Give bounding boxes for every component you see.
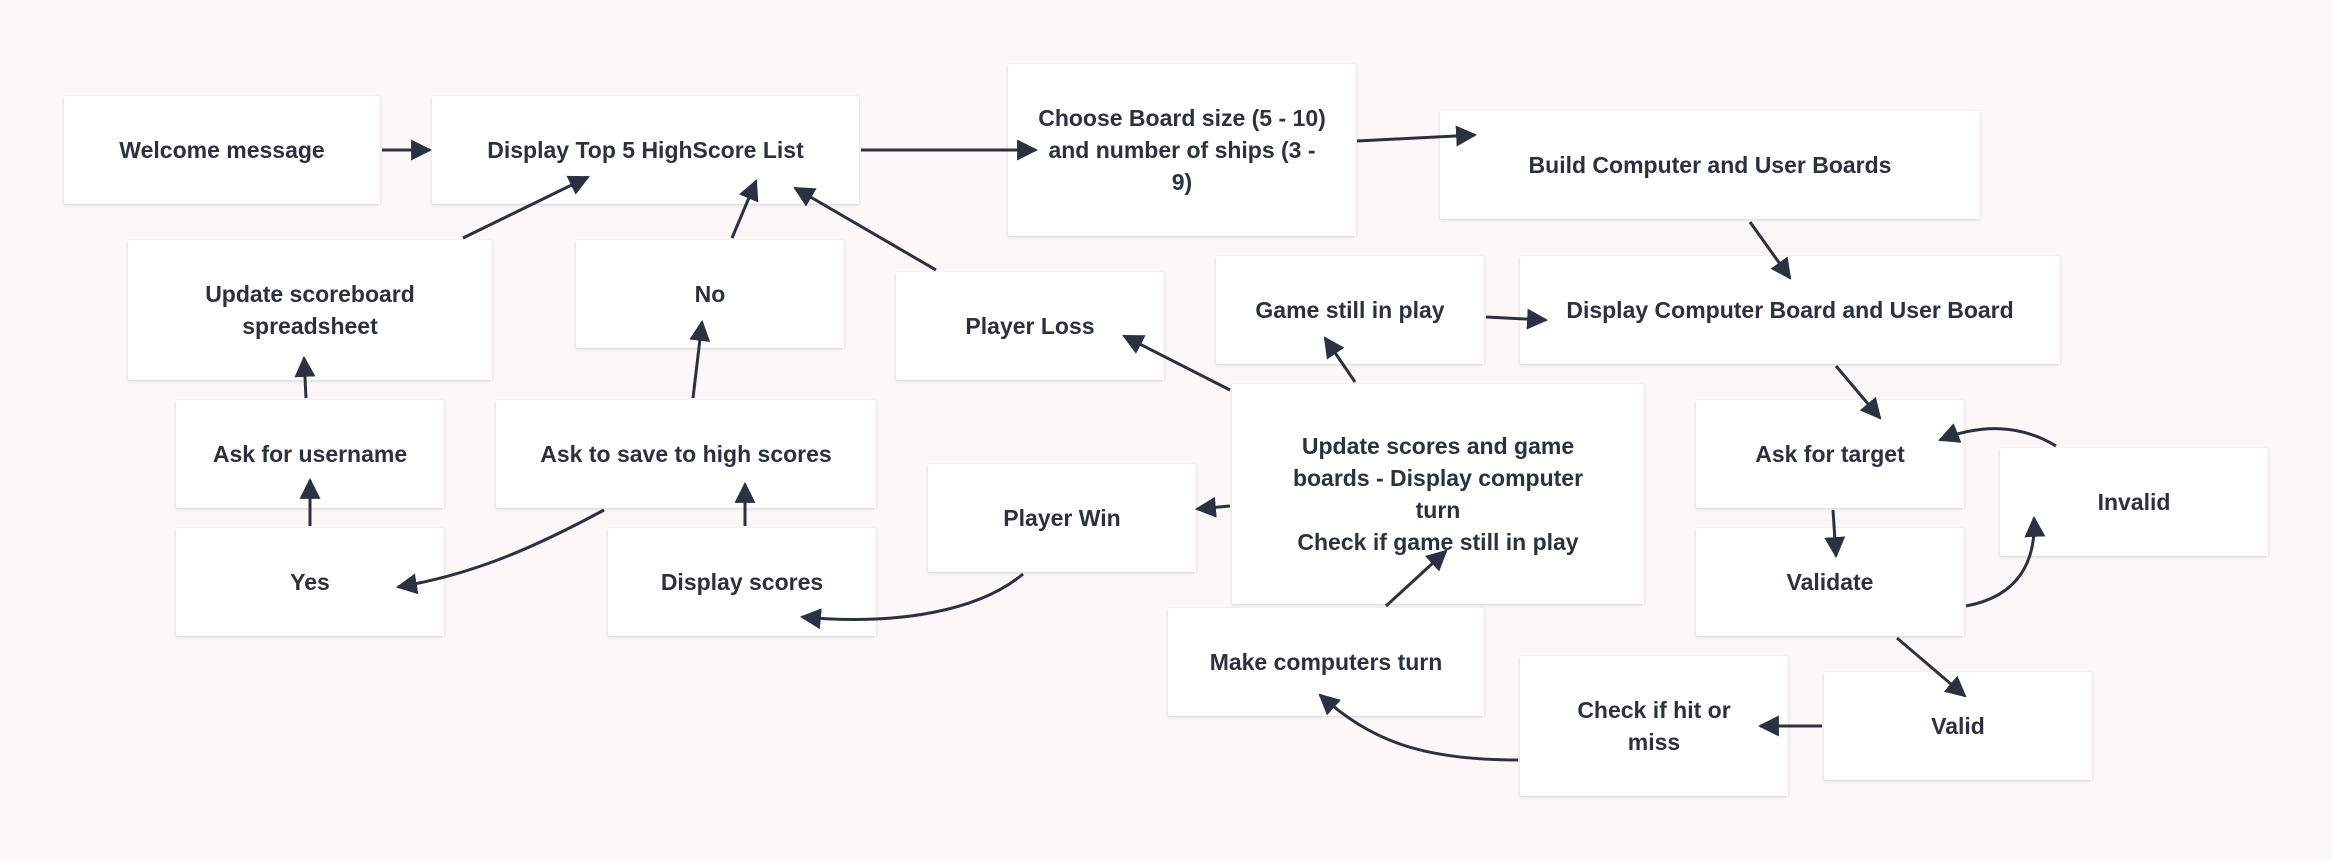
check-game-in-play-text: Check if game still in play bbox=[1297, 529, 1579, 555]
node-player-win[interactable]: Player Win bbox=[928, 464, 1196, 572]
node-invalid[interactable]: Invalid bbox=[2000, 448, 2268, 556]
node-ask-for-target[interactable]: Ask for target bbox=[1696, 400, 1964, 508]
node-validate[interactable]: Validate bbox=[1696, 528, 1964, 636]
node-update-scores-and-boards[interactable]: Update scores and game boards - Display … bbox=[1232, 384, 1644, 604]
node-no[interactable]: No bbox=[576, 240, 844, 348]
update-scores-text: Update scores and game boards - Display … bbox=[1292, 433, 1584, 523]
node-display-scores[interactable]: Display scores bbox=[608, 528, 876, 636]
node-display-top5-highscore[interactable]: Display Top 5 HighScore List bbox=[432, 96, 859, 204]
node-ask-username[interactable]: Ask for username bbox=[176, 400, 444, 508]
node-make-computers-turn[interactable]: Make computers turn bbox=[1168, 608, 1484, 716]
node-player-loss[interactable]: Player Loss bbox=[896, 272, 1164, 380]
node-build-boards[interactable]: Build Computer and User Boards bbox=[1440, 111, 1980, 219]
node-game-still-in-play[interactable]: Game still in play bbox=[1216, 256, 1484, 364]
node-valid[interactable]: Valid bbox=[1824, 672, 2092, 780]
node-check-hit-or-miss[interactable]: Check if hit or miss bbox=[1520, 656, 1788, 796]
edge-update-to-player-win bbox=[1194, 496, 1231, 518]
node-choose-board-size[interactable]: Choose Board size (5 - 10) and number of… bbox=[1008, 64, 1356, 236]
node-yes[interactable]: Yes bbox=[176, 528, 444, 636]
node-update-scoreboard[interactable]: Update scoreboard spreadsheet bbox=[128, 240, 492, 380]
node-welcome-message[interactable]: Welcome message bbox=[64, 96, 380, 204]
node-display-computer-and-user-board[interactable]: Display Computer Board and User Board bbox=[1520, 256, 2060, 364]
node-ask-save-high-scores[interactable]: Ask to save to high scores bbox=[496, 400, 876, 508]
